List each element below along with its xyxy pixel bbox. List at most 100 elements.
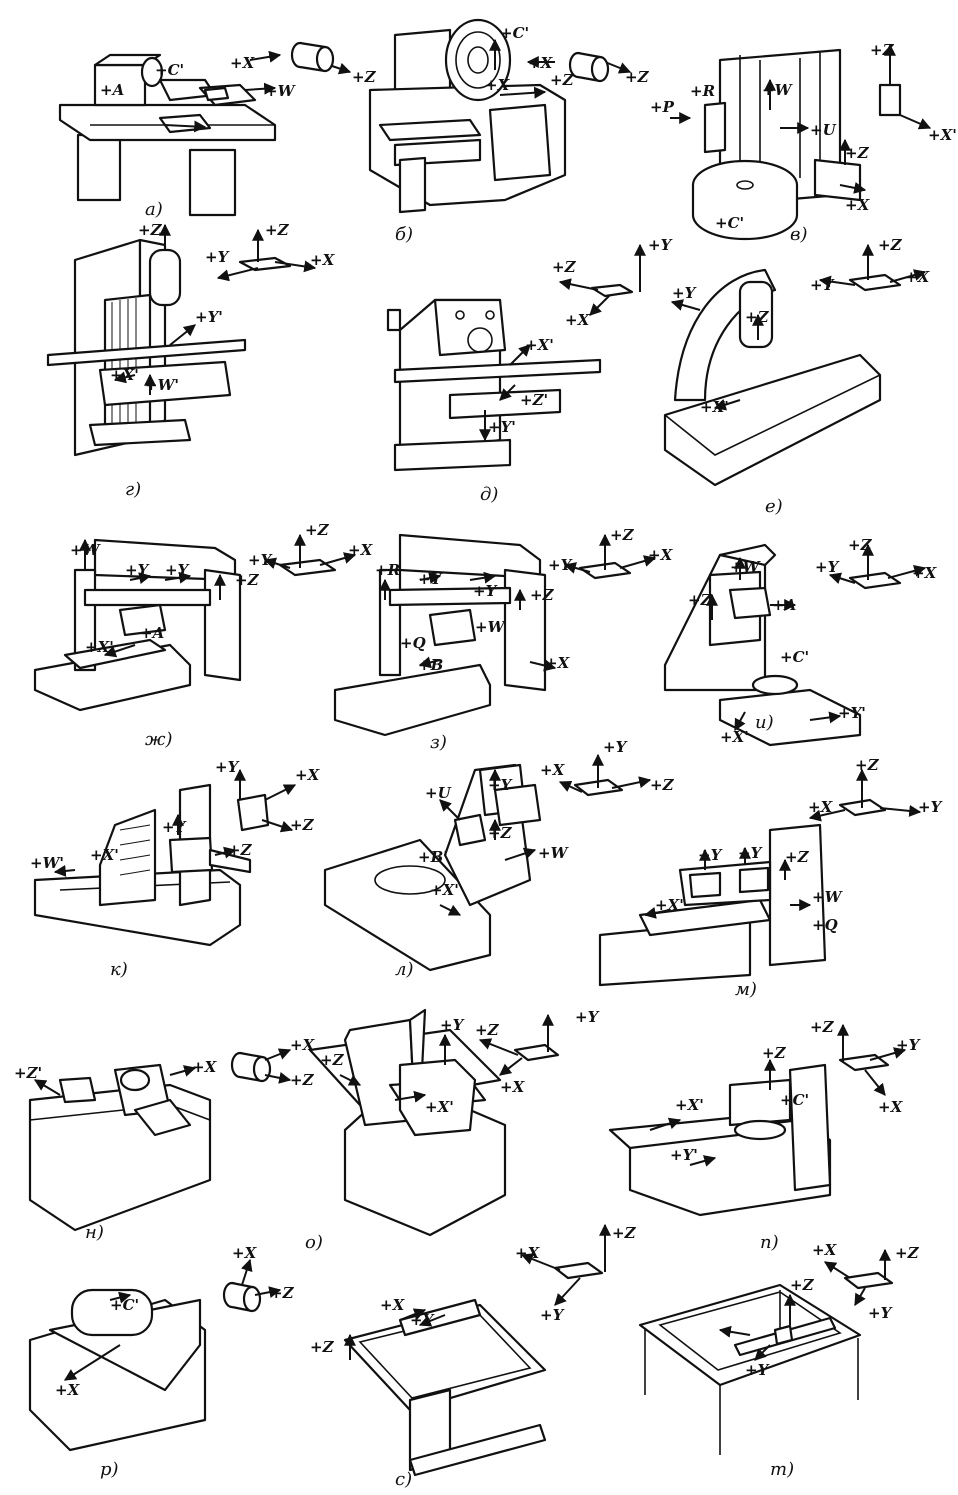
axis-label: +Z: [745, 308, 770, 326]
axis-label: +W': [30, 854, 64, 872]
figure-i: [663, 543, 927, 747]
axis-label: +Y: [540, 1306, 565, 1324]
axis-label: +Q: [400, 634, 426, 652]
axis-label: +Z: [235, 571, 260, 589]
axis-label: +Q: [812, 916, 838, 934]
axis-label: +Z: [790, 1276, 815, 1294]
axis-label: +A: [140, 624, 164, 642]
axis-label: +Z: [845, 144, 870, 162]
figure-caption: о): [305, 1232, 323, 1253]
axis-label: +Z: [305, 521, 330, 539]
figure-t: [638, 1248, 894, 1455]
axis-label: +Z: [762, 1044, 787, 1062]
axis-label: +W: [812, 888, 844, 906]
figure-caption: д): [480, 484, 498, 505]
axis-label: +X': [85, 638, 114, 656]
axis-label: +X: [528, 54, 554, 72]
figure-k: [33, 768, 297, 947]
axis-label: +Y: [896, 1036, 921, 1054]
axis-label: +C': [780, 648, 809, 666]
axis-label: +U: [810, 121, 837, 139]
axis-label: +P: [650, 98, 675, 116]
axis-label: +X: [310, 251, 336, 269]
axis-label: +Y: [248, 551, 273, 569]
figure-caption: а): [145, 199, 163, 220]
axis-label: +W: [730, 558, 762, 576]
figure-caption: в): [790, 224, 808, 245]
axis-label: +W: [538, 844, 570, 862]
axis-label: +C': [155, 61, 184, 79]
axis-label: +Y: [165, 561, 190, 579]
axis-label: +Z: [320, 1051, 345, 1069]
figure-caption: к): [110, 959, 128, 980]
axis-label: +X: [348, 541, 374, 559]
axis-label: +X': [720, 728, 749, 746]
axis-label: +Z: [290, 816, 315, 834]
axis-label: +W: [475, 618, 507, 636]
figure-caption: п): [760, 1232, 779, 1253]
axis-label: +Y: [815, 558, 840, 576]
figure-p: [608, 1023, 907, 1217]
axis-label: +Z: [688, 591, 713, 609]
axis-label: +C': [780, 1091, 809, 1109]
figure-caption: м): [735, 979, 757, 1000]
axis-label: +X: [545, 654, 571, 672]
axis-label: +R: [690, 82, 715, 100]
axis-label: +Y': [488, 418, 516, 436]
figure-caption: л): [395, 959, 413, 980]
figure-a: [58, 41, 352, 217]
axis-label: +Y: [205, 248, 230, 266]
axis-label: +Z': [520, 391, 548, 409]
axis-label: +Z: [870, 41, 895, 59]
figure-r: [28, 1258, 282, 1452]
axis-label: +B: [418, 656, 443, 674]
axis-label: +Y: [473, 582, 498, 600]
axis-label: +Y: [738, 844, 763, 862]
figure-d: [386, 243, 646, 472]
figure-caption: ж): [145, 729, 172, 750]
axis-label: +U: [425, 784, 452, 802]
axis-label: +X: [565, 311, 591, 329]
figure-caption: р): [100, 1459, 119, 1480]
axis-label: +Z: [625, 68, 650, 86]
axis-label: +X': [430, 881, 459, 899]
axis-label: +X: [500, 1078, 526, 1096]
figure-z: [333, 533, 657, 737]
axis-label: +X': [110, 366, 139, 384]
axis-label: +A: [100, 81, 124, 99]
axis-label: +R: [375, 561, 400, 579]
axis-label: +Y': [670, 1146, 698, 1164]
axis-label: +X: [515, 1244, 541, 1262]
figure-l: [323, 753, 652, 972]
axis-label: +Y: [603, 738, 628, 756]
axis-label: +Z: [270, 1284, 295, 1302]
axis-label: +Y: [672, 284, 697, 302]
axis-label: +C': [715, 214, 744, 232]
axis-label: +Z: [530, 586, 555, 604]
figure-caption: т): [770, 1459, 794, 1480]
axis-label: +X: [230, 54, 256, 72]
axis-label: +X: [648, 546, 674, 564]
axis-label: +X: [540, 761, 566, 779]
axis-label: +B': [418, 848, 448, 866]
figure-captions: а) б) в) г) д) е) ж) з) и) к) л) м) н) о…: [85, 199, 808, 1490]
axis-label: +X': [655, 896, 684, 914]
axis-label: +Z: [352, 68, 377, 86]
axis-label: +Z: [488, 824, 513, 842]
figure-caption: и): [755, 712, 774, 733]
axis-label: +Z: [810, 1018, 835, 1036]
axis-label: +Z: [855, 756, 880, 774]
axis-label: +X': [700, 398, 729, 416]
figure-e: [663, 243, 927, 487]
axis-label: +Z: [895, 1244, 920, 1262]
figure-caption: г): [125, 479, 141, 500]
axis-label: +A: [772, 596, 796, 614]
axis-label: +W': [145, 376, 179, 394]
figure-v: [670, 43, 932, 241]
figure-g: [46, 223, 317, 457]
axis-label: +Z: [138, 221, 163, 239]
axis-label: +W: [70, 541, 102, 559]
axis-label: +Z: [475, 1021, 500, 1039]
